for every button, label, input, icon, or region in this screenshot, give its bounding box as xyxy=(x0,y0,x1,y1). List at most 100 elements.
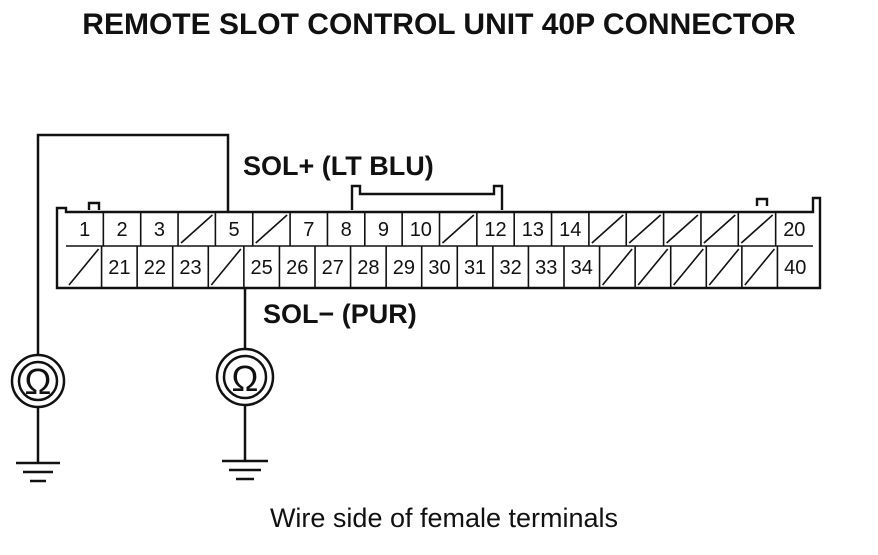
blank-pin-cell xyxy=(251,212,288,246)
blank-pin-cell xyxy=(588,212,624,246)
unused-pin-slash xyxy=(703,214,736,244)
pin-cell-22: 22 xyxy=(136,246,166,288)
pin-cell-14: 14 xyxy=(550,212,581,246)
pin-cell-29: 29 xyxy=(385,246,415,288)
pin-number: 12 xyxy=(484,219,506,241)
unused-pin-slash xyxy=(637,248,669,286)
pin-number: 25 xyxy=(251,257,273,279)
unused-pin-slash xyxy=(210,248,242,286)
blank-pin-cell xyxy=(669,246,704,288)
ground-icon xyxy=(222,459,268,481)
blank-pin-cell xyxy=(177,212,213,246)
pin-number: 26 xyxy=(286,257,308,279)
connector-lock-bracket xyxy=(350,184,504,210)
pin-number: 13 xyxy=(522,219,544,241)
pin-number: 21 xyxy=(108,257,130,279)
pin-cell-33: 33 xyxy=(527,246,557,288)
blank-pin-cell xyxy=(662,212,699,246)
pin-cell-10: 10 xyxy=(401,212,432,246)
diagram-title: REMOTE SLOT CONTROL UNIT 40P CONNECTOR xyxy=(82,8,796,41)
blank-pin-cell xyxy=(700,212,736,246)
pin-cell-20: 20 xyxy=(774,212,805,246)
pin-cell-3: 3 xyxy=(139,212,165,246)
pin-cell-25: 25 xyxy=(243,246,273,288)
pin-cell-12: 12 xyxy=(476,212,507,246)
sol-plus-wire xyxy=(36,133,230,355)
pin-cell-2: 2 xyxy=(102,212,128,246)
unused-pin-slash xyxy=(601,248,633,286)
ohmmeter-icon: Ω xyxy=(215,347,275,407)
connector-body xyxy=(55,184,822,290)
pin-number: 28 xyxy=(357,257,379,279)
unused-pin-slash xyxy=(180,214,213,244)
connector-outline xyxy=(55,196,822,290)
pin-number: 10 xyxy=(410,219,432,241)
pin-cell-30: 30 xyxy=(420,246,451,288)
blank-pin-cell xyxy=(741,246,776,288)
pin-cell-26: 26 xyxy=(278,246,308,288)
pin-number: 29 xyxy=(393,257,415,279)
pin-number: 30 xyxy=(428,257,450,279)
pin-number: 20 xyxy=(783,219,805,241)
pin-number: 40 xyxy=(784,257,806,279)
connector-latch-left xyxy=(87,201,101,210)
pin-number: 23 xyxy=(179,257,201,279)
pin-cell-5: 5 xyxy=(214,212,240,246)
unused-pin-slash xyxy=(441,214,475,244)
blank-pin-cell xyxy=(737,212,774,246)
unused-pin-slash xyxy=(740,214,774,244)
blank-pin-cell xyxy=(438,212,475,246)
pin-number: 1 xyxy=(79,219,90,241)
unused-pin-slash xyxy=(68,248,100,286)
pin-number: 31 xyxy=(464,257,486,279)
pin-number: 22 xyxy=(144,257,166,279)
pin-cell-13: 13 xyxy=(513,212,544,246)
ohmmeter-right-symbol: Ω xyxy=(232,358,259,399)
pin-number: 2 xyxy=(116,219,127,241)
pin-number: 9 xyxy=(378,219,389,241)
connector-latch-right xyxy=(755,197,769,206)
diagram-caption: Wire side of female terminals xyxy=(270,503,618,533)
pin-cell-21: 21 xyxy=(100,246,130,288)
pin-cell-23: 23 xyxy=(171,246,202,288)
connector-bottom-row: 21 22 23 25 26 27 28 29 30 31 32 33 34 40 xyxy=(68,246,806,288)
blank-pin-cell xyxy=(634,246,669,288)
pin-number: 32 xyxy=(500,257,522,279)
ohmmeter-icon: Ω xyxy=(10,353,66,409)
pin-cell-9: 9 xyxy=(363,212,389,246)
pin-cell-27: 27 xyxy=(314,246,344,288)
pin-cell-31: 31 xyxy=(456,246,486,288)
sol-minus-label: SOL− (PUR) xyxy=(263,299,417,329)
pin-cell-1: 1 xyxy=(79,219,90,241)
ground-icon xyxy=(16,461,60,483)
blank-pin-cell xyxy=(207,246,242,288)
unused-pin-slash xyxy=(628,214,662,244)
blank-pin-cell xyxy=(705,246,740,288)
blank-pin-cell xyxy=(68,248,100,286)
pin-cell-34: 34 xyxy=(563,246,593,288)
unused-pin-slash xyxy=(744,248,776,286)
unused-pin-slash xyxy=(708,248,740,286)
blank-pin-cell xyxy=(598,246,633,288)
pin-number: 8 xyxy=(341,219,352,241)
unused-pin-slash xyxy=(591,214,624,244)
pin-number: 7 xyxy=(303,219,314,241)
pin-number: 27 xyxy=(322,257,344,279)
pin-number: 34 xyxy=(571,257,593,279)
pin-cell-32: 32 xyxy=(492,246,522,288)
pin-number: 33 xyxy=(535,257,557,279)
pin-cell-40: 40 xyxy=(776,246,806,288)
pin-number: 5 xyxy=(229,219,240,241)
unused-pin-slash xyxy=(673,248,704,286)
pin-cell-28: 28 xyxy=(349,246,379,288)
pin-number: 14 xyxy=(559,219,581,241)
unused-pin-slash xyxy=(666,214,699,244)
blank-pin-cell xyxy=(625,212,662,246)
ohmmeter-left-symbol: Ω xyxy=(25,361,52,402)
pin-cell-8: 8 xyxy=(326,212,352,246)
pin-number: 3 xyxy=(154,219,165,241)
pin-cell-7: 7 xyxy=(289,212,314,246)
